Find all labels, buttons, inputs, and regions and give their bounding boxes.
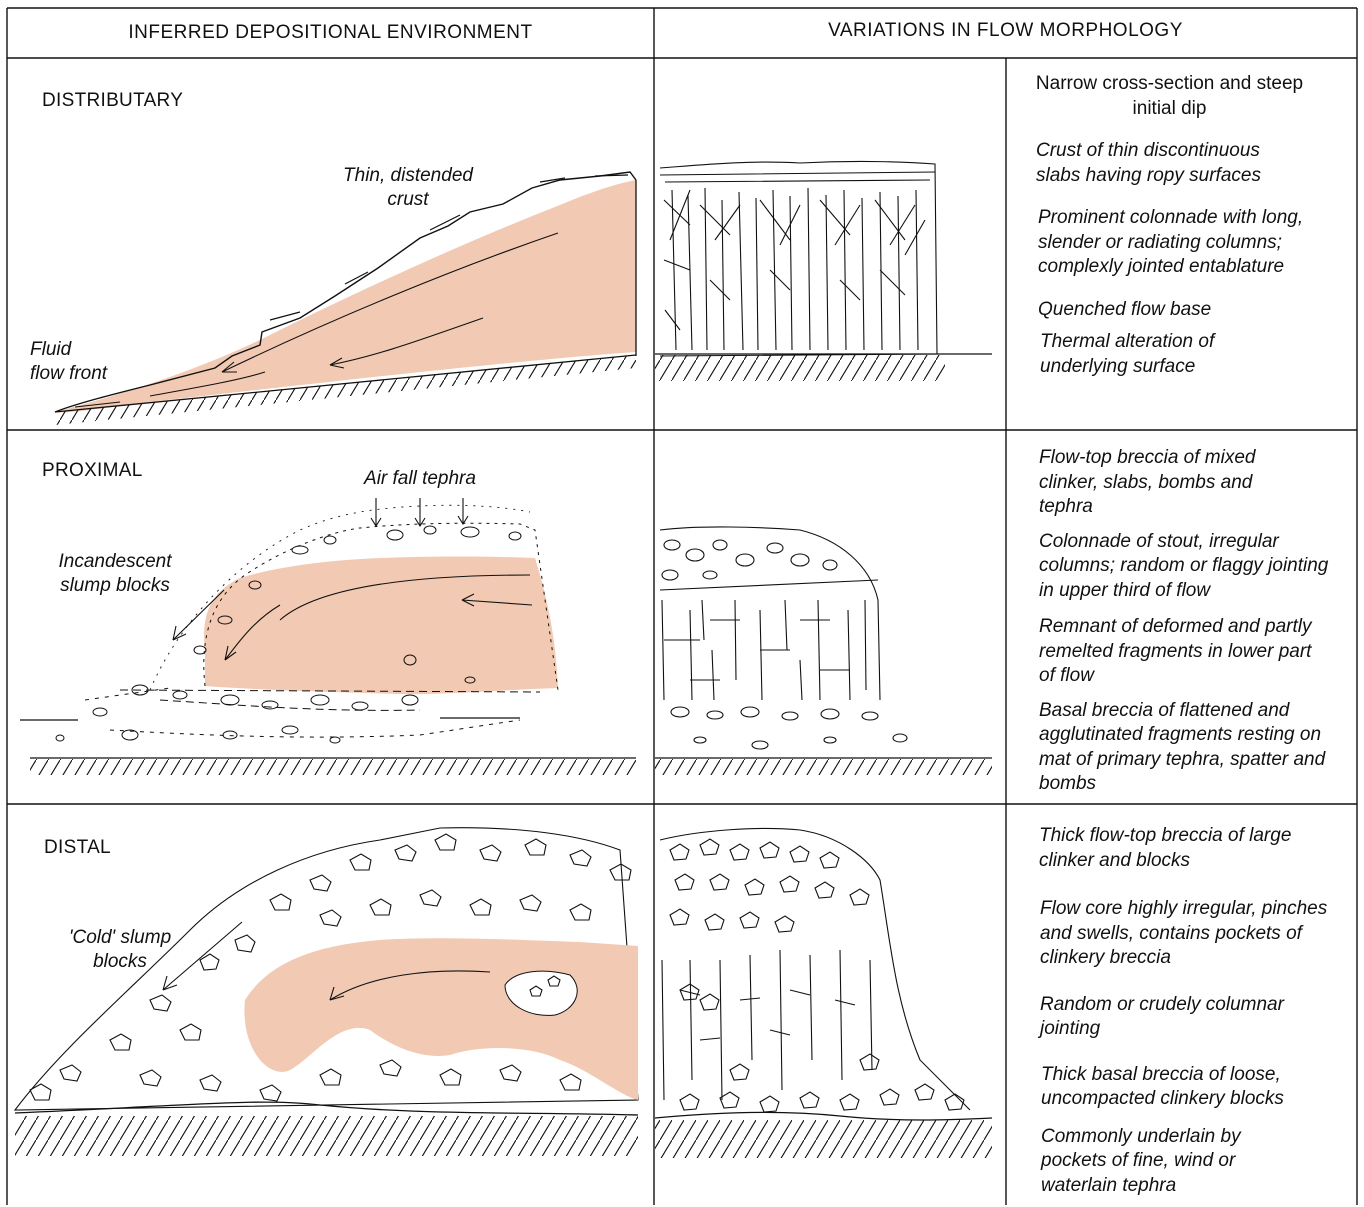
label-incandescent-slump: Incandescent slump blocks [40, 550, 190, 598]
desc-item: Random or crudely columnar jointing [1040, 993, 1340, 1042]
desc-item: Colonnade of stout, irregular columns; r… [1039, 530, 1339, 604]
environment-label-distal: DISTAL [44, 837, 111, 859]
environment-label-proximal: PROXIMAL [42, 460, 143, 482]
label-thin-crust: Thin, distended crust [318, 164, 498, 212]
desc-item: Commonly underlain by pockets of fine, w… [1041, 1125, 1291, 1199]
desc-item: Thermal alteration of underlying surface [1040, 330, 1255, 379]
proximal-sketch [20, 498, 636, 775]
proximal-flow [204, 557, 558, 695]
distributary-cross-section [655, 161, 992, 356]
label-air-fall-tephra: Air fall tephra [340, 467, 500, 491]
proximal-cross-section [655, 527, 992, 758]
proximal-substrate [655, 759, 992, 775]
proximal-descriptions: Flow-top breccia of mixed clinker, slabs… [1012, 446, 1357, 797]
label-cold-slump: 'Cold' slump blocks [45, 926, 195, 974]
distal-substrate [655, 1120, 992, 1158]
distal-sketch [15, 828, 638, 1156]
desc-item: Flow core highly irregular, pinches and … [1040, 897, 1340, 971]
distributary-descriptions: Narrow cross-section and steep initial d… [1012, 72, 1357, 379]
desc-item: Thick flow-top breccia of large clinker … [1039, 824, 1339, 873]
header-depositional-environment: INFERRED DEPOSITIONAL ENVIRONMENT [7, 22, 654, 44]
header-flow-morphology: VARIATIONS IN FLOW MORPHOLOGY [654, 20, 1357, 42]
desc-item: Prominent colonnade with long, slender o… [1038, 206, 1318, 280]
desc-item: Thick basal breccia of loose, uncompacte… [1041, 1063, 1331, 1112]
desc-item: Remnant of deformed and partly remelted … [1039, 615, 1324, 689]
distributary-substrate [655, 355, 945, 381]
distal-descriptions: Thick flow-top breccia of large clinker … [1012, 824, 1357, 1198]
desc-item: Basal breccia of flattened and agglutina… [1039, 699, 1339, 797]
distal-cross-section [655, 828, 992, 1120]
desc-item: Narrow cross-section and steep initial d… [1012, 72, 1327, 121]
desc-item: Crust of thin discontinuous slabs having… [1036, 139, 1306, 188]
label-fluid-flow-front: Fluid flow front [30, 338, 130, 386]
distal-flow [244, 938, 638, 1100]
desc-item: Quenched flow base [1038, 298, 1357, 323]
distributary-flow [55, 180, 636, 412]
desc-item: Flow-top breccia of mixed clinker, slabs… [1039, 446, 1299, 520]
environment-label-distributary: DISTRIBUTARY [42, 90, 183, 112]
